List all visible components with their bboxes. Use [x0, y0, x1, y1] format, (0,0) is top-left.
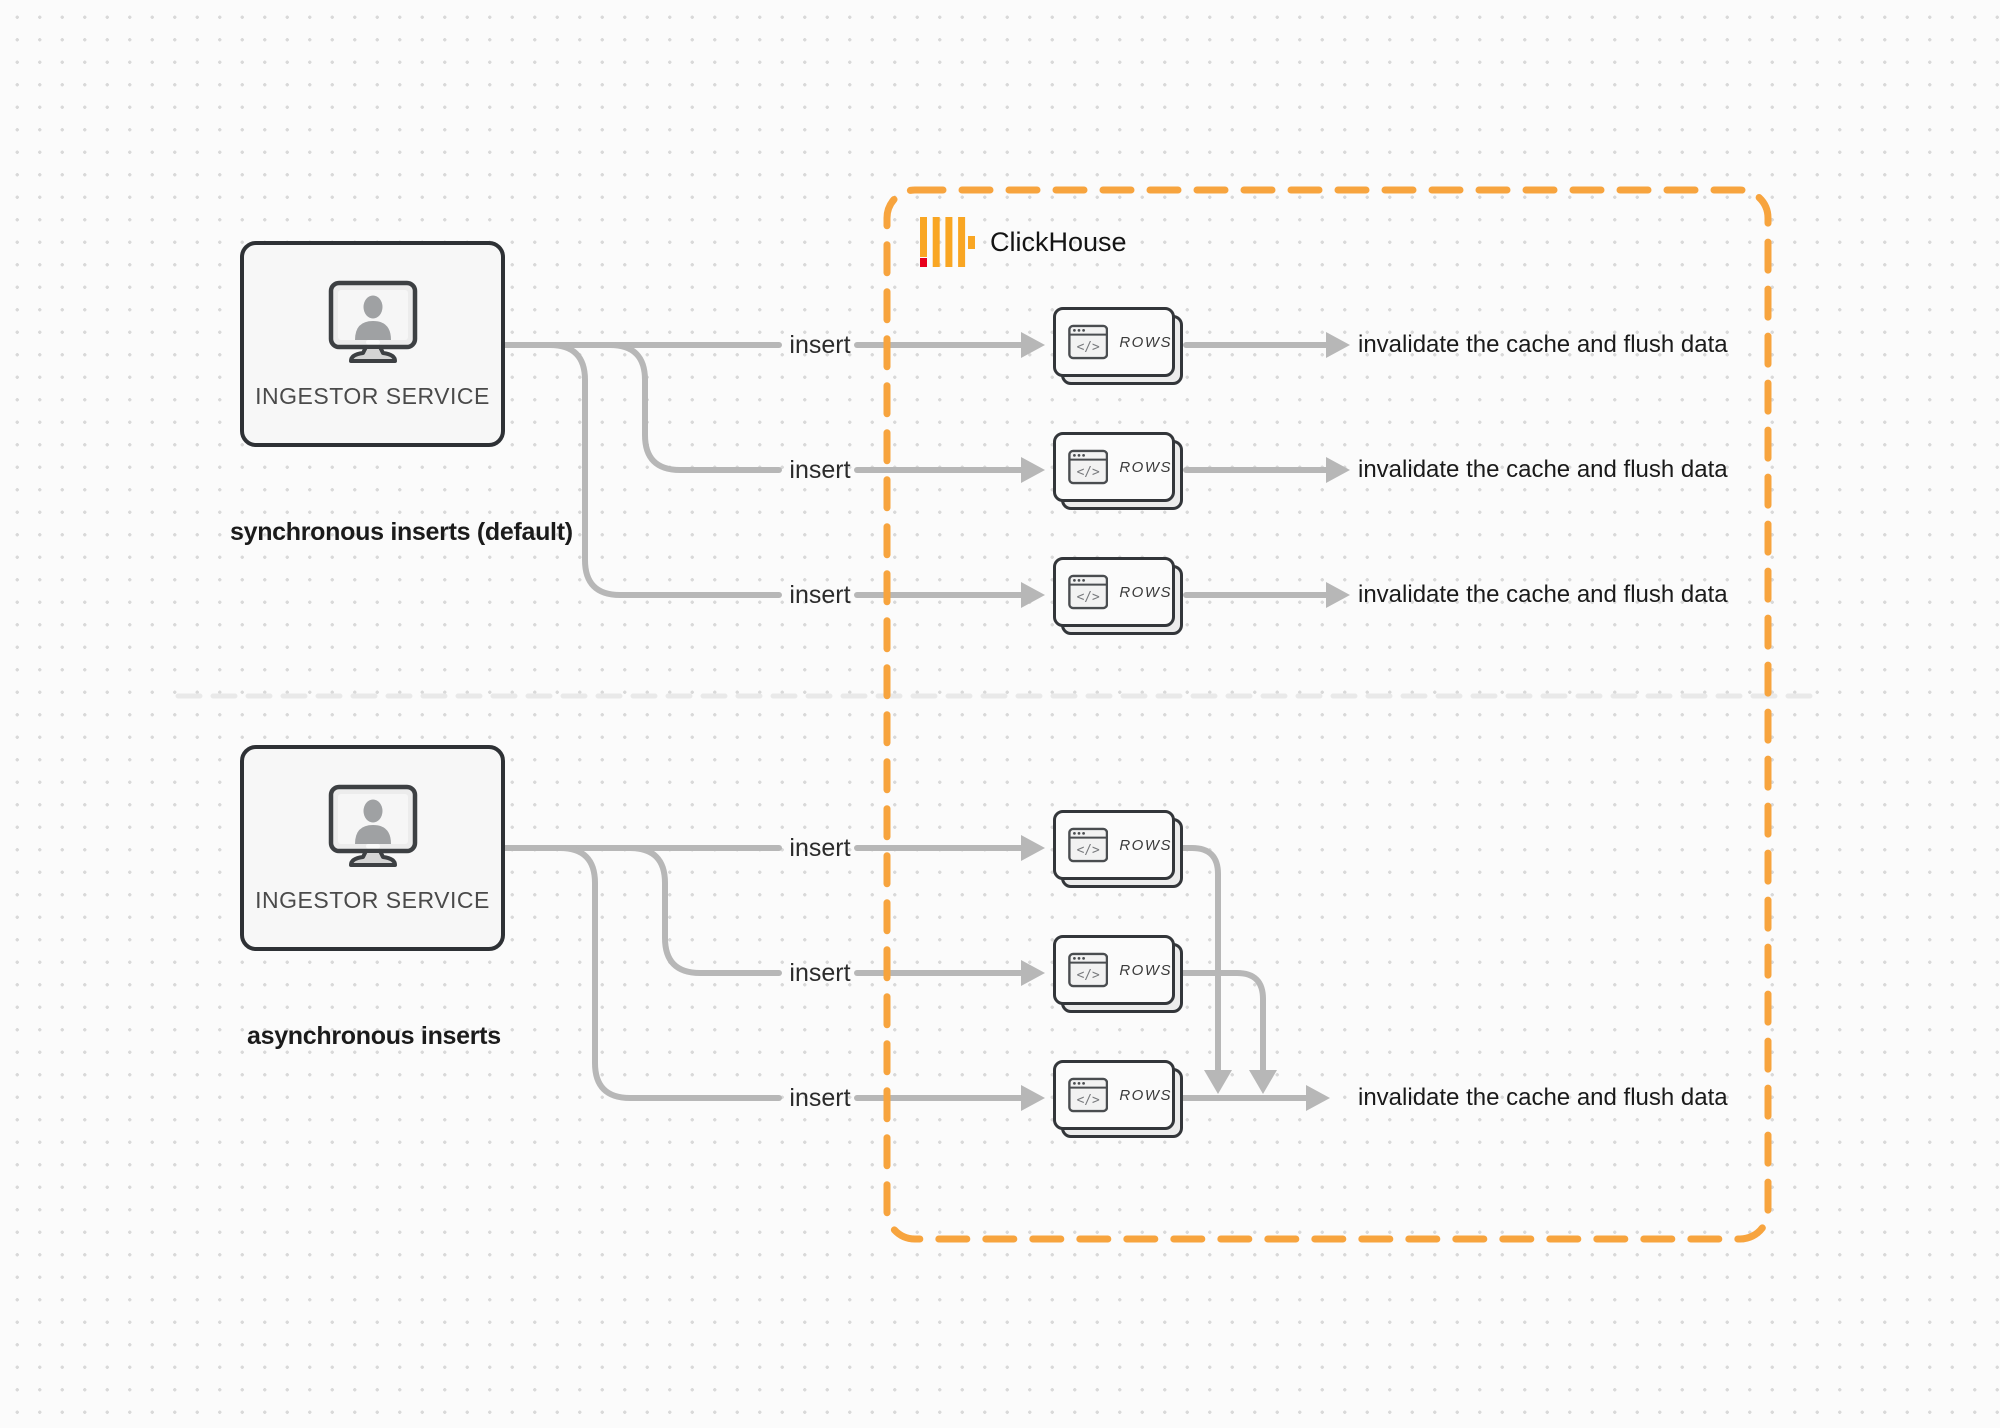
svg-text:</>: </> — [1077, 1093, 1100, 1108]
rows-card-front: </> ROWS — [1053, 432, 1175, 502]
rows-card: </> ROWS — [1053, 307, 1183, 387]
insert-label: insert — [789, 331, 851, 359]
monitor-user-icon — [328, 784, 417, 867]
svg-text:</>: </> — [1077, 590, 1100, 605]
insert-label: insert — [789, 1084, 851, 1112]
clickhouse-red-accent — [920, 258, 927, 267]
sync-edge-row2 — [502, 342, 782, 473]
invalidate-label: invalidate the cache and flush data — [1358, 1084, 1728, 1111]
ingestor-service-label: INGESTOR SERVICE — [255, 886, 490, 913]
arrow-right-icon — [1021, 1085, 1045, 1111]
rows-label: ROWS — [1119, 333, 1172, 351]
clickhouse-bars-icon — [920, 217, 975, 267]
svg-text:</>: </> — [1077, 465, 1100, 480]
rows-label: ROWS — [1119, 583, 1172, 601]
ingestor-service-box-sync: INGESTOR SERVICE — [240, 241, 505, 447]
rows-card-front: </> ROWS — [1053, 307, 1175, 377]
arrow-right-icon — [1326, 582, 1350, 608]
browser-code-window-icon: </> — [1068, 952, 1109, 988]
svg-text:</>: </> — [1077, 968, 1100, 983]
invalidate-label: invalidate the cache and flush data — [1358, 581, 1728, 608]
rows-card: </> ROWS — [1053, 935, 1183, 1015]
insert-label: insert — [789, 834, 851, 862]
rows-card: </> ROWS — [1053, 432, 1183, 512]
invalidate-label: invalidate the cache and flush data — [1358, 331, 1728, 358]
svg-text:</>: </> — [1077, 843, 1100, 858]
sync-edge-row3 — [502, 342, 782, 598]
rows-card-front: </> ROWS — [1053, 1060, 1175, 1130]
arrow-right-icon — [1021, 457, 1045, 483]
rows-label: ROWS — [1119, 458, 1172, 476]
insert-label: insert — [789, 456, 851, 484]
rows-card-front: </> ROWS — [1053, 557, 1175, 627]
insert-label: insert — [789, 959, 851, 987]
connector-lines — [502, 342, 1331, 1101]
rows-card: </> ROWS — [1053, 810, 1183, 890]
async-merge-drop2 — [1180, 970, 1266, 1073]
clickhouse-boundary-box — [883, 186, 1772, 1243]
arrow-right-icon — [1326, 332, 1350, 358]
async-merge-drop1 — [1180, 845, 1221, 1073]
insert-label: insert — [789, 581, 851, 609]
browser-code-window-icon: </> — [1068, 1077, 1109, 1113]
rows-label: ROWS — [1119, 1086, 1172, 1104]
browser-code-window-icon: </> — [1068, 449, 1109, 485]
monitor-user-icon — [328, 280, 417, 363]
arrow-right-icon — [1021, 960, 1045, 986]
sync-section-title: synchronous inserts (default) — [230, 518, 573, 546]
ingestor-service-box-async: INGESTOR SERVICE — [240, 745, 505, 951]
async-edge-row3 — [502, 845, 782, 1101]
clickhouse-label: ClickHouse — [990, 226, 1127, 257]
clickhouse-logo: ClickHouse — [920, 217, 1127, 267]
browser-code-window-icon: </> — [1068, 324, 1109, 360]
rows-card-front: </> ROWS — [1053, 810, 1175, 880]
arrow-down-icon — [1204, 1070, 1232, 1094]
arrow-right-icon — [1021, 582, 1045, 608]
svg-text:</>: </> — [1077, 340, 1100, 355]
rows-card: </> ROWS — [1053, 557, 1183, 637]
async-edge-row2 — [502, 845, 782, 976]
rows-label: ROWS — [1119, 836, 1172, 854]
arrow-right-icon — [1021, 332, 1045, 358]
browser-code-window-icon: </> — [1068, 827, 1109, 863]
connector-arrowheads — [1021, 332, 1350, 1111]
rows-card: </> ROWS — [1053, 1060, 1183, 1140]
arrow-right-icon — [1306, 1085, 1330, 1111]
async-section-title: asynchronous inserts — [247, 1022, 501, 1050]
arrow-right-icon — [1021, 835, 1045, 861]
arrow-down-icon — [1249, 1070, 1277, 1094]
invalidate-label: invalidate the cache and flush data — [1358, 456, 1728, 483]
rows-card-front: </> ROWS — [1053, 935, 1175, 1005]
arrow-right-icon — [1326, 457, 1350, 483]
browser-code-window-icon: </> — [1068, 574, 1109, 610]
rows-label: ROWS — [1119, 961, 1172, 979]
ingestor-service-label: INGESTOR SERVICE — [255, 382, 490, 409]
